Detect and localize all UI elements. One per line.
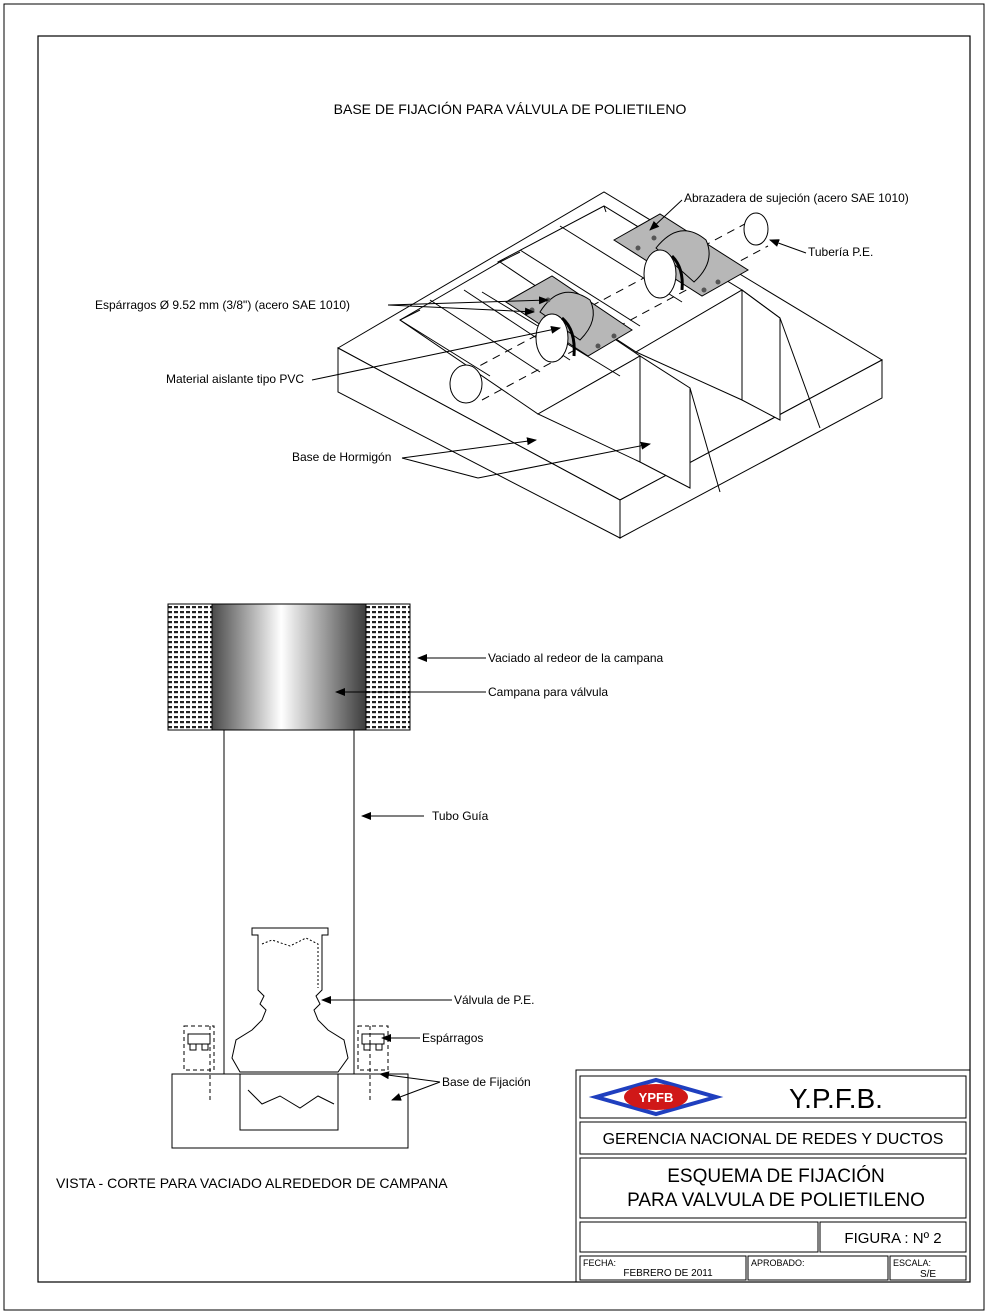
label-abrazadera: Abrazadera de sujeción (acero SAE 1010) xyxy=(684,191,909,205)
fecha-label: FECHA: xyxy=(583,1258,616,1268)
hatch-left xyxy=(167,603,213,731)
label-esparragos-section: Espárragos xyxy=(422,1031,483,1045)
figure-number: FIGURA : Nº 2 xyxy=(844,1230,941,1247)
iso-leaders xyxy=(311,199,807,479)
title-block xyxy=(575,1069,971,1283)
svg-text:YPFB: YPFB xyxy=(639,1090,674,1105)
section-caption: VISTA - CORTE PARA VACIADO ALREDEDOR DE … xyxy=(56,1175,448,1191)
aprobado-label: APROBADO: xyxy=(751,1258,805,1268)
section-view xyxy=(167,603,411,1149)
fecha-value: FEBRERO DE 2011 xyxy=(623,1268,713,1279)
escala-value: S/E xyxy=(920,1269,936,1280)
sheet-title: BASE DE FIJACIÓN PARA VÁLVULA DE POLIETI… xyxy=(334,101,687,117)
label-vaciado: Vaciado al redeor de la campana xyxy=(488,651,664,665)
outer-border xyxy=(3,3,985,1311)
label-campana: Campana para válvula xyxy=(488,685,608,699)
hatch-right xyxy=(365,603,411,731)
concrete-slab-side xyxy=(619,359,883,539)
pe-valve xyxy=(231,927,349,1073)
label-base-fijacion: Base de Fijación xyxy=(442,1075,531,1089)
fixing-base xyxy=(171,1073,409,1149)
front-support-front xyxy=(536,355,691,489)
inner-border xyxy=(37,35,971,1283)
gerencia: GERENCIA NACIONAL DE REDES Y DUCTOS xyxy=(603,1131,944,1148)
isometric-view xyxy=(336,191,884,539)
label-valvula: Válvula de P.E. xyxy=(454,993,535,1007)
section-leaders xyxy=(321,654,486,1101)
pipe-end-front xyxy=(449,364,483,404)
drawing-title-2: PARA VALVULA DE POLIETILENO xyxy=(627,1190,925,1211)
pipe-end-back xyxy=(743,212,769,246)
label-tuberia: Tubería P.E. xyxy=(808,245,873,259)
company-name: Y.P.F.B. xyxy=(789,1083,883,1114)
label-tubo-guia: Tubo Guía xyxy=(432,809,489,823)
stud-right xyxy=(357,1025,389,1071)
label-base-hormigon: Base de Hormigón xyxy=(292,450,391,464)
escala-label: ESCALA: xyxy=(893,1258,931,1268)
back-support-front xyxy=(634,289,781,421)
label-esparragos-iso: Espárragos Ø 9.52 mm (3/8") (acero SAE 1… xyxy=(95,298,350,312)
drawing-title-1: ESQUEMA DE FIJACIÓN xyxy=(667,1165,884,1187)
ypfb-logo: YPFB xyxy=(588,1077,724,1117)
valve-bell xyxy=(211,603,367,731)
label-material: Material aislante tipo PVC xyxy=(166,372,304,386)
stud-left xyxy=(183,1025,215,1071)
